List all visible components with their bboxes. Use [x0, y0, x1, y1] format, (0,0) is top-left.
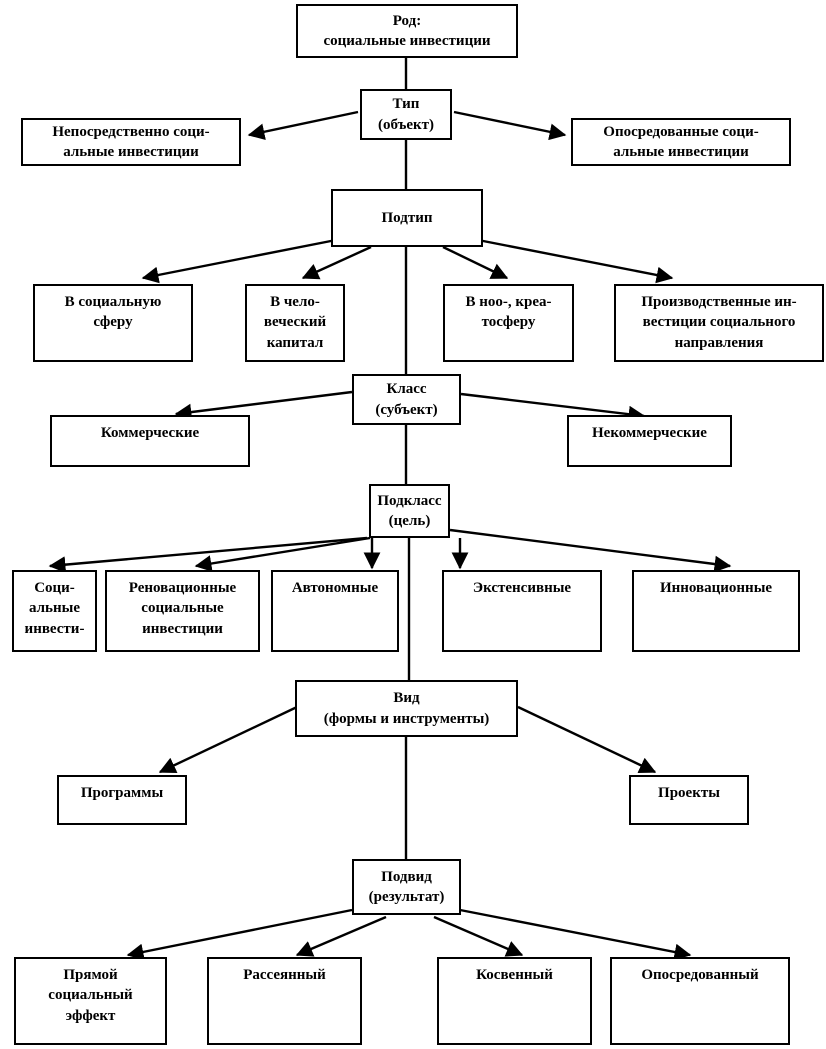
node-podklass-2-label: Реновационные социальные инвестиции: [128, 580, 237, 637]
node-vid[interactable]: Вид (формы и инструменты): [295, 680, 518, 737]
node-podvid-4-label: Опосредованный: [641, 967, 759, 983]
connector-klass-left: [174, 390, 353, 421]
node-klass-left-label: Коммерческие: [100, 425, 200, 441]
node-podklass-label: Подкласс (цель): [377, 492, 442, 529]
connector-podvid-1: [126, 908, 353, 961]
node-podklass-3-label: Автономные: [291, 580, 379, 596]
node-podtip-label: Подтип: [381, 209, 433, 226]
connector-podvid-3: [433, 915, 524, 957]
connector-tip-right: [453, 110, 567, 141]
node-rod[interactable]: Род: социальные инвестиции: [296, 4, 518, 58]
node-podklass-3[interactable]: Автономные: [271, 570, 399, 652]
connector-podtip-2: [301, 245, 372, 280]
node-podtip-3[interactable]: В ноо-, креа- тосферу: [443, 284, 574, 362]
node-podtip-4[interactable]: Производственные ин- вестиции социальног…: [614, 284, 824, 362]
node-podvid-3-label: Косвенный: [476, 967, 553, 983]
node-podtip-4-label: Производственные ин- вестиции социальног…: [641, 294, 797, 351]
node-podtip[interactable]: Подтип: [331, 189, 483, 247]
node-podvid-2-label: Рассеянный: [243, 967, 326, 983]
connector-podklass-1: [48, 536, 368, 574]
node-podtip-3-label: В ноо-, креа- тосферу: [465, 294, 552, 331]
node-klass-right-label: Некоммерческие: [592, 425, 707, 441]
node-podklass-2[interactable]: Реновационные социальные инвестиции: [105, 570, 260, 652]
node-podvid-label: Подвид (результат): [368, 868, 445, 905]
node-klass[interactable]: Класс (субъект): [352, 374, 461, 425]
node-rod-label: Род: социальные инвестиции: [323, 12, 491, 49]
connector-vid-left: [158, 705, 298, 774]
node-podklass-5[interactable]: Инновационные: [632, 570, 800, 652]
node-podtip-1-label: В социальную сферу: [64, 294, 162, 331]
node-tip-right[interactable]: Опосредованные соци- альные инвестиции: [571, 118, 791, 166]
node-podvid[interactable]: Подвид (результат): [352, 859, 461, 915]
node-podklass[interactable]: Подкласс (цель): [369, 484, 450, 538]
connector-podvid-2: [295, 915, 387, 957]
connector-podtip-1: [141, 238, 337, 284]
node-podvid-1-label: Прямой социальный эффект: [48, 967, 133, 1024]
node-vid-left-label: Программы: [80, 785, 164, 801]
node-podklass-5-label: Инновационные: [659, 580, 773, 596]
node-podklass-4[interactable]: Экстенсивные: [442, 570, 602, 652]
node-podklass-4-label: Экстенсивные: [472, 580, 572, 596]
node-podklass-1-label: Соци- альные инвести-: [24, 580, 85, 637]
node-tip-left-label: Непосредственно соци- альные инвестиции: [52, 123, 210, 160]
node-vid-right[interactable]: Проекты: [629, 775, 749, 825]
connector-podtip-4: [477, 238, 674, 284]
node-podvid-1[interactable]: Прямой социальный эффект: [14, 957, 167, 1045]
node-tip[interactable]: Тип (объект): [360, 89, 452, 140]
node-vid-label: Вид (формы и инструменты): [323, 690, 490, 727]
connector-podtip-3: [442, 245, 509, 280]
node-tip-right-label: Опосредованные соци- альные инвестиции: [603, 123, 759, 160]
node-klass-label: Класс (субъект): [375, 381, 438, 418]
node-podtip-1[interactable]: В социальную сферу: [33, 284, 193, 362]
node-tip-label: Тип (объект): [377, 96, 435, 133]
connector-podklass-5: [449, 528, 732, 573]
connector-klass-right: [460, 392, 646, 423]
node-podvid-3[interactable]: Косвенный: [437, 957, 592, 1045]
node-vid-right-label: Проекты: [658, 785, 720, 801]
node-klass-right[interactable]: Некоммерческие: [567, 415, 732, 467]
node-tip-left[interactable]: Непосредственно соци- альные инвестиции: [21, 118, 241, 166]
node-podvid-4[interactable]: Опосредованный: [610, 957, 790, 1045]
connector-tip-left: [247, 110, 359, 141]
connector-vid-right: [517, 705, 657, 774]
node-podklass-1[interactable]: Соци- альные инвести-: [12, 570, 97, 652]
connector-podvid-4: [459, 908, 692, 961]
node-podtip-2[interactable]: В чело- веческий капитал: [245, 284, 345, 362]
node-podvid-2[interactable]: Рассеянный: [207, 957, 362, 1045]
node-vid-left[interactable]: Программы: [57, 775, 187, 825]
node-podtip-2-label: В чело- веческий капитал: [263, 294, 327, 351]
node-klass-left[interactable]: Коммерческие: [50, 415, 250, 467]
connector-podklass-2: [194, 536, 371, 572]
